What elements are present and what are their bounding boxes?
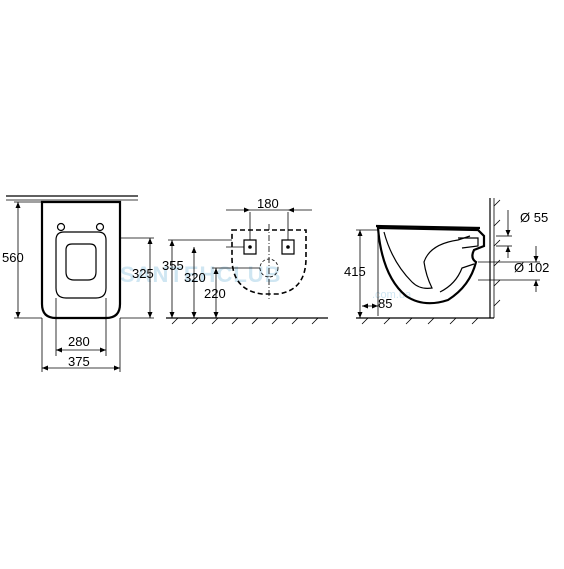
fixing-floor-hatch bbox=[171, 317, 319, 325]
dim-d102-arrows bbox=[533, 256, 539, 286]
dim-d55-arrows bbox=[505, 230, 511, 252]
dim-d102-label: Ø 102 bbox=[514, 260, 549, 275]
front-fixing-hole-right bbox=[95, 222, 105, 232]
dim-85-label: 85 bbox=[378, 296, 392, 311]
dim-415-label: 415 bbox=[344, 264, 366, 279]
front-view: 560 325 280 375 bbox=[2, 195, 154, 372]
side-trap bbox=[439, 263, 475, 293]
fixing-hole-right bbox=[286, 245, 290, 249]
dim-280-arrows bbox=[56, 347, 106, 353]
watermark: SANTEHCLUB .com.ua bbox=[120, 262, 412, 301]
dim-325-label: 325 bbox=[132, 266, 154, 281]
dim-d55-label: Ø 55 bbox=[520, 210, 548, 225]
side-wall-hatch bbox=[493, 199, 501, 307]
side-inlet bbox=[458, 237, 479, 249]
fixing-bracket-right bbox=[281, 239, 295, 255]
fixing-drain-circle bbox=[259, 258, 279, 278]
dim-355-label: 355 bbox=[162, 258, 184, 273]
dim-220-arrows bbox=[213, 268, 219, 318]
fixing-hole-left bbox=[248, 245, 252, 249]
dim-180-label: 180 bbox=[257, 196, 279, 211]
side-floor-hatch bbox=[361, 317, 479, 325]
dim-85-arrows bbox=[362, 303, 378, 309]
dim-560-label: 560 bbox=[2, 250, 24, 265]
side-bowl-inner bbox=[383, 231, 471, 289]
front-toilet-outline bbox=[40, 200, 122, 320]
front-seat-inner bbox=[65, 243, 97, 281]
front-seat-outer bbox=[55, 231, 107, 299]
dim-320-label: 320 bbox=[184, 270, 206, 285]
side-bowl-outline bbox=[376, 226, 486, 305]
fixing-dashed-outline bbox=[231, 229, 307, 295]
watermark-main: SANTEHCLUB bbox=[120, 262, 282, 287]
fixing-view: 180 355 320 220 bbox=[162, 196, 328, 325]
side-seat bbox=[375, 224, 481, 230]
dim-375-label: 375 bbox=[68, 354, 90, 369]
front-fixing-hole-left bbox=[56, 222, 66, 232]
side-view: 415 Ø 55 Ø 102 85 bbox=[344, 198, 549, 325]
fixing-bracket-left bbox=[243, 239, 257, 255]
dim-280-label: 280 bbox=[68, 334, 90, 349]
dim-220-label: 220 bbox=[204, 286, 226, 301]
